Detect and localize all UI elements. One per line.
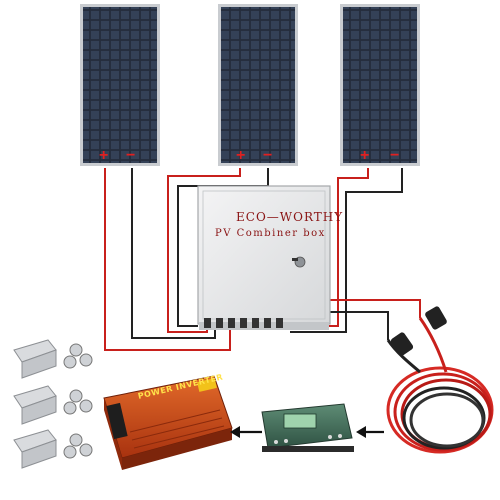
- arrow-left-icon: [356, 426, 384, 438]
- panel-2-positive-label: +: [236, 147, 246, 164]
- arrow-left-icon: [230, 426, 262, 438]
- mounting-brackets: [13, 339, 93, 469]
- power-inverter: [103, 375, 233, 470]
- panel-1-negative-label: −: [126, 147, 136, 164]
- cable-glands: [204, 318, 283, 328]
- solar-panel-3: [340, 4, 420, 166]
- panel-2-negative-label: −: [263, 147, 273, 164]
- key-lock-icon: [292, 256, 306, 268]
- panel-1-positive-label: +: [99, 147, 109, 164]
- solar-panel-1: [80, 4, 160, 166]
- panel-3-negative-label: −: [390, 147, 400, 164]
- panel-3-positive-label: +: [360, 147, 370, 164]
- charge-controller: [261, 403, 354, 452]
- pv-combiner-box: [197, 185, 331, 330]
- solar-cable-coil: [386, 306, 494, 454]
- solar-panel-2: [218, 4, 298, 166]
- combiner-subtitle-label: PV Combiner box: [215, 228, 326, 239]
- combiner-brand-label: ECO—WORTHY: [236, 210, 344, 224]
